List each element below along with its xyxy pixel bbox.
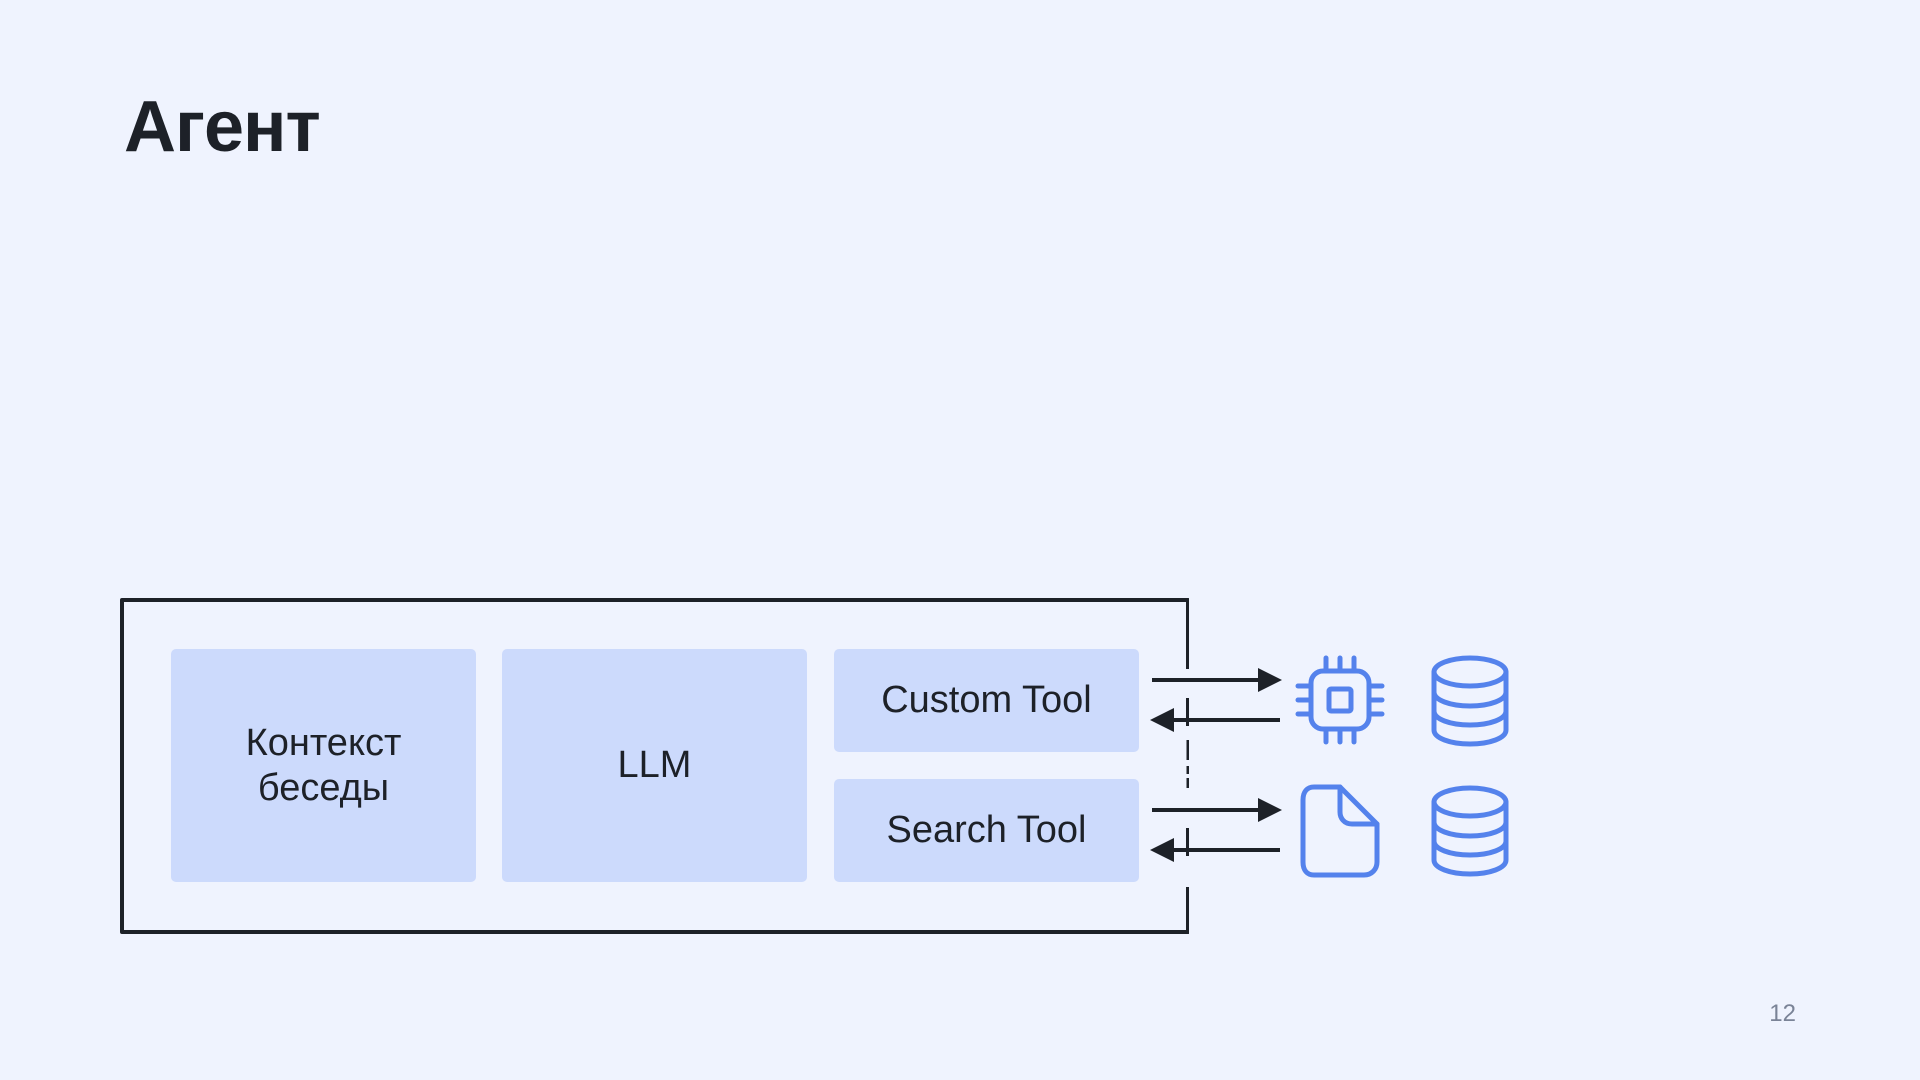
cpu-chip-icon [1295, 655, 1385, 745]
custom-tool-response-arrow [1150, 708, 1280, 732]
custom-tool-request-arrow [1152, 668, 1282, 692]
conversation-context-block: Контекст беседы [171, 649, 476, 882]
context-label-line1: Контекст [245, 721, 402, 764]
custom-tool-label: Custom Tool [881, 679, 1092, 722]
agent-frame: Контекст беседы LLM Custom Tool Search T… [120, 598, 1189, 934]
search-tool-request-arrow [1152, 798, 1282, 822]
document-icon [1300, 784, 1380, 878]
tool-arrows [1150, 668, 1282, 862]
llm-label: LLM [617, 744, 692, 787]
search-tool-response-arrow [1150, 838, 1280, 862]
slide-title: Агент [124, 87, 321, 167]
search-tool-block: Search Tool [834, 779, 1139, 882]
llm-block: LLM [502, 649, 807, 882]
search-tool-label: Search Tool [886, 809, 1087, 852]
custom-tool-block: Custom Tool [834, 649, 1139, 752]
context-label-line2: беседы [257, 766, 390, 809]
database-icon [1431, 785, 1509, 877]
page-number: 12 [1769, 1000, 1796, 1027]
database-icon [1431, 655, 1509, 747]
